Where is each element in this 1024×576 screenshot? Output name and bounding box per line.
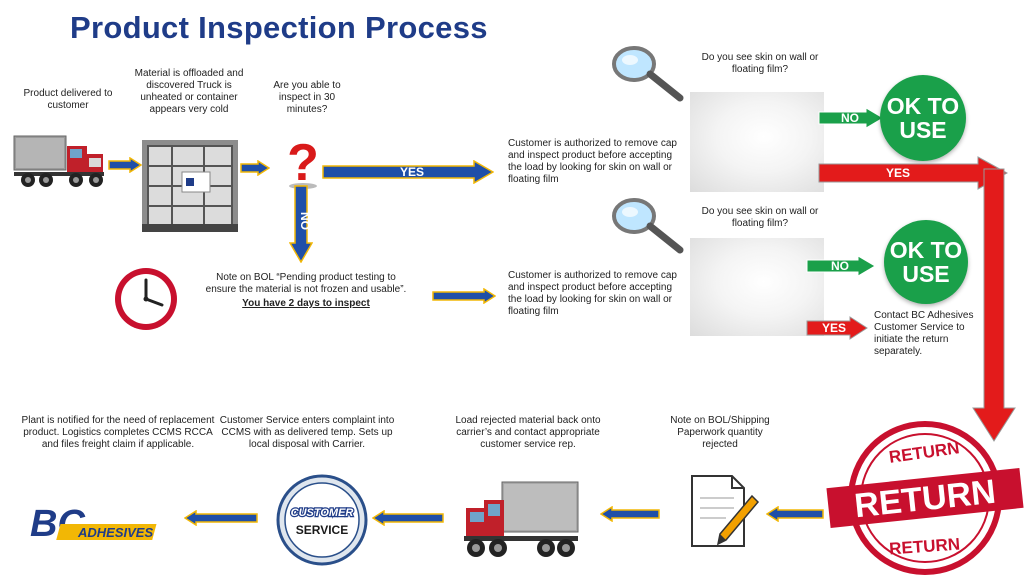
bc-adhesives-logo: BC ADHESIVES [30, 503, 157, 545]
step-offloaded-text: Material is offloaded and discovered Tru… [134, 68, 244, 115]
arrow-yes-top: YES [818, 156, 1008, 190]
step-authorized-top-text: Customer is authorized to remove cap and… [508, 138, 677, 185]
return-stamp-icon: RETURN RETURN RETURN [826, 421, 1024, 575]
arrow-yes-bottom-label: YES [822, 321, 846, 335]
question-mark-icon: ? [287, 134, 319, 190]
ok-line2-bottom: USE [902, 261, 950, 287]
return-small-bottom: RETURN [889, 535, 961, 559]
tote-container-icon [142, 140, 238, 232]
arrow-service-to-logo [184, 510, 258, 526]
skin-question-bottom-text: Do you see skin on wall or floating film… [701, 206, 819, 229]
arrow-no-label: NO [298, 212, 312, 230]
arrow-down-to-return [972, 168, 1016, 442]
step-delivered-text: Product delivered to customer [23, 88, 113, 111]
note-bol-body: Note on BOL “Pending product testing to … [205, 272, 407, 295]
step-load-rejected-text: Load rejected material back onto carrier… [455, 415, 601, 450]
truck-icon-bottom [464, 481, 579, 557]
step-able-inspect-text: Are you able to inspect in 30 minutes? [273, 80, 341, 115]
arrow-no-bottom-label: NO [831, 259, 849, 273]
arrow-no-bottom: NO [806, 255, 876, 277]
step-plant-notified-text: Plant is notified for the need of replac… [21, 415, 215, 450]
customer-label: CUSTOMER [291, 507, 354, 519]
step-cs-complaint-text: Customer Service enters complaint into C… [219, 415, 395, 450]
truck-icon [13, 135, 104, 187]
arrow-note-to-truck [600, 506, 660, 522]
magnifier-icon-bottom [612, 198, 684, 254]
step-note-shipping-text: Note on BOL/Shipping Paperwork quantity … [670, 415, 770, 450]
logo-adhesives-text: ADHESIVES [77, 525, 153, 540]
arrow-yes-label: YES [400, 165, 424, 179]
step-contact-bc-text: Contact BC Adhesives Customer Service to… [874, 310, 974, 357]
product-photo-bottom [690, 238, 824, 336]
clock-icon [115, 268, 177, 330]
arrow-note-to-authorized [432, 288, 496, 304]
arrow-truck-to-container [108, 157, 142, 173]
product-photo-top [690, 92, 824, 192]
svg-text:?: ? [287, 134, 319, 190]
document-pencil-icon [691, 475, 760, 547]
ok-line2-top: USE [899, 117, 947, 143]
arrow-yes-bottom: YES [806, 316, 868, 340]
arrow-truck-to-service [372, 510, 444, 526]
ok-line1-bottom: OK TO [889, 237, 963, 263]
skin-question-top-text: Do you see skin on wall or floating film… [701, 52, 819, 75]
arrow-no-top-label: NO [841, 111, 859, 125]
return-main-label: RETURN [853, 473, 998, 526]
arrow-yes-top-label: YES [886, 166, 910, 180]
arrow-container-to-question [240, 160, 270, 176]
page-title: Product Inspection Process [70, 10, 488, 45]
step-authorized-bottom-text: Customer is authorized to remove cap and… [508, 270, 677, 317]
step-note-bol-text: Note on BOL “Pending product testing to … [200, 272, 412, 310]
service-label: SERVICE [296, 523, 348, 537]
ok-to-use-badge-top: OK TO USE [880, 75, 966, 161]
arrow-yes-inspect: YES [322, 160, 494, 184]
arrow-return-to-note [766, 506, 824, 522]
arrow-no-top: NO [818, 107, 884, 129]
ok-line1-top: OK TO [886, 93, 960, 119]
return-small-top: RETURN [888, 438, 961, 467]
customer-service-badge-icon: CUSTOMER SERVICE [276, 474, 368, 566]
two-days-text: You have 2 days to inspect [242, 298, 370, 309]
ok-to-use-badge-bottom: OK TO USE [884, 220, 968, 304]
arrow-no-inspect: NO [289, 185, 313, 263]
magnifier-icon-top [612, 46, 684, 102]
